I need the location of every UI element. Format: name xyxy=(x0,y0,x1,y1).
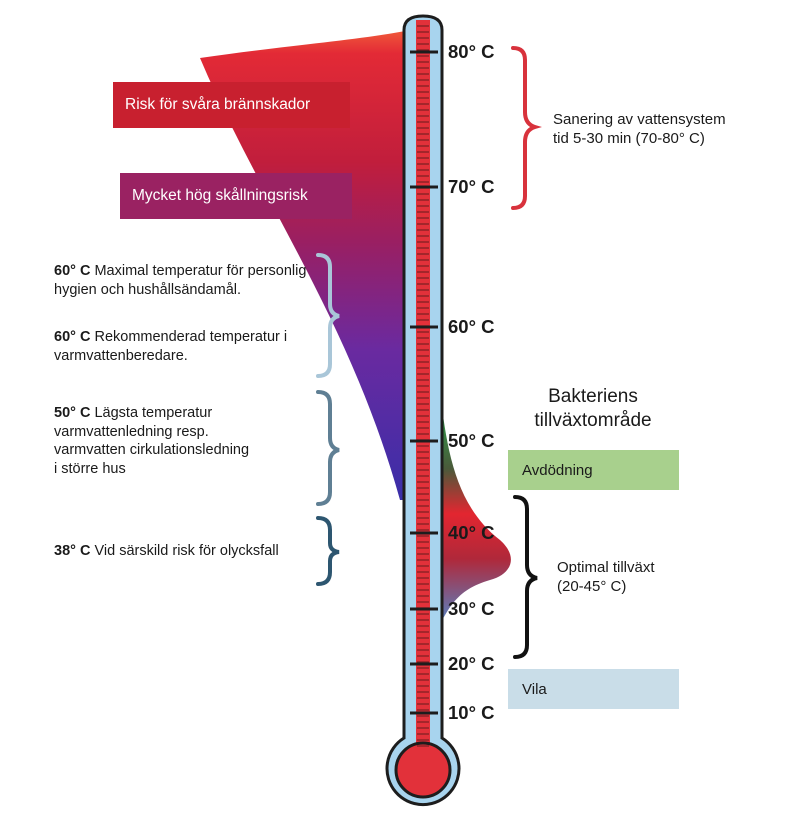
optimal-growth-line2: (20-45° C) xyxy=(557,578,627,595)
bacteria-heading-line1: Bakteriens xyxy=(548,386,638,407)
scale-label-10: 10° C xyxy=(448,702,495,723)
scale-label-50: 50° C xyxy=(448,430,495,451)
sanitation-line2: tid 5-30 min (70-80° C) xyxy=(553,130,705,147)
sanitation-text: Sanering av vattensystem tid 5-30 min (7… xyxy=(553,110,793,148)
accident-bracket xyxy=(316,516,340,586)
scale-label-40: 40° C xyxy=(448,522,495,543)
note-text: Vid särskild risk för olycksfall xyxy=(94,543,279,559)
note-pipe: 50° C Lägsta temperatur varmvattenlednin… xyxy=(54,404,254,478)
pipe-bracket xyxy=(316,390,340,506)
hygiene-bracket xyxy=(316,253,340,378)
optimal-growth-line1: Optimal tillväxt xyxy=(557,559,655,576)
scale-label-60: 60° C xyxy=(448,316,495,337)
scale-label-30: 30° C xyxy=(448,598,495,619)
note-temp: 50° C xyxy=(54,405,91,421)
thermometer xyxy=(385,14,461,807)
note-temp: 38° C xyxy=(54,543,91,559)
scale-label-20: 20° C xyxy=(448,653,495,674)
note-text: Lägsta temperatur varmvattenledning resp… xyxy=(54,405,250,477)
optimal-growth-text: Optimal tillväxt (20-45° C) xyxy=(557,558,737,596)
burn-risk-label: Risk för svåra brännskador xyxy=(113,82,350,128)
note-text: Rekommenderad temperatur i varmvattenber… xyxy=(54,329,288,364)
note-temp: 60° C xyxy=(54,263,91,279)
scale-label-70: 70° C xyxy=(448,176,495,197)
note-temp: 60° C xyxy=(54,329,91,345)
note-accident: 38° C Vid särskild risk för olycksfall xyxy=(54,542,324,561)
sanitation-line1: Sanering av vattensystem xyxy=(553,111,726,128)
note-hygiene: 60° C Maximal temperatur för personlig h… xyxy=(54,262,314,299)
bacteria-growth-wedge xyxy=(436,350,511,632)
sanitation-bracket xyxy=(511,46,542,210)
scald-risk-label: Mycket hög skållningsrisk xyxy=(120,173,352,219)
note-text: Maximal temperatur för personlig hygien … xyxy=(54,263,307,298)
heat-risk-wedge xyxy=(200,30,410,500)
bacteria-heading: Bakteriens tillväxtområde xyxy=(488,385,698,433)
dormant-zone: Vila xyxy=(508,669,679,709)
dieoff-zone: Avdödning xyxy=(508,450,679,490)
bacteria-heading-line2: tillväxtområde xyxy=(534,410,652,431)
optimal-growth-bracket xyxy=(513,495,538,659)
scale-label-80: 80° C xyxy=(448,41,495,62)
note-heater: 60° C Rekommenderad temperatur i varmvat… xyxy=(54,328,314,365)
